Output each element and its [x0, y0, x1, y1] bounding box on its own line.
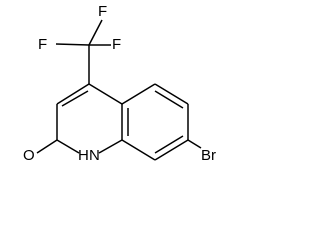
atom-label-nh: H	[78, 147, 89, 164]
bond-cf3-f1	[88, 19, 103, 46]
atom-label-nitrogen: N	[89, 147, 100, 164]
atom-labels: F F F O H N Br	[23, 3, 216, 164]
atom-label-f3: F	[112, 36, 121, 53]
bond-c7-br	[187, 139, 202, 149]
bond-c4-c3-inner	[61, 90, 89, 107]
atom-label-f1: F	[98, 3, 107, 20]
bond-c4-c3	[56, 83, 90, 105]
bonds	[36, 19, 202, 161]
atom-label-bromine: Br	[201, 147, 216, 164]
bond-c7-c8-inner	[154, 135, 184, 154]
bond-c4-c4a	[88, 83, 123, 105]
bond-c7-c8	[154, 139, 189, 161]
bond-c5-c6	[154, 83, 189, 105]
atom-label-f2: F	[38, 36, 47, 53]
bond-c2-o	[36, 139, 58, 154]
bond-c5-c6-inner	[154, 90, 184, 109]
atom-label-oxygen: O	[23, 147, 35, 164]
bond-c4a-c5	[121, 83, 156, 105]
quinolinone-structure: F F F O H N Br	[23, 3, 216, 164]
structure-canvas: F F F O H N Br	[23, 3, 216, 164]
bond-n1-c8a	[98, 139, 123, 154]
bond-c8-c8a	[121, 139, 156, 161]
bond-cf3-f2	[55, 43, 90, 46]
bond-c2-n1	[56, 139, 80, 154]
